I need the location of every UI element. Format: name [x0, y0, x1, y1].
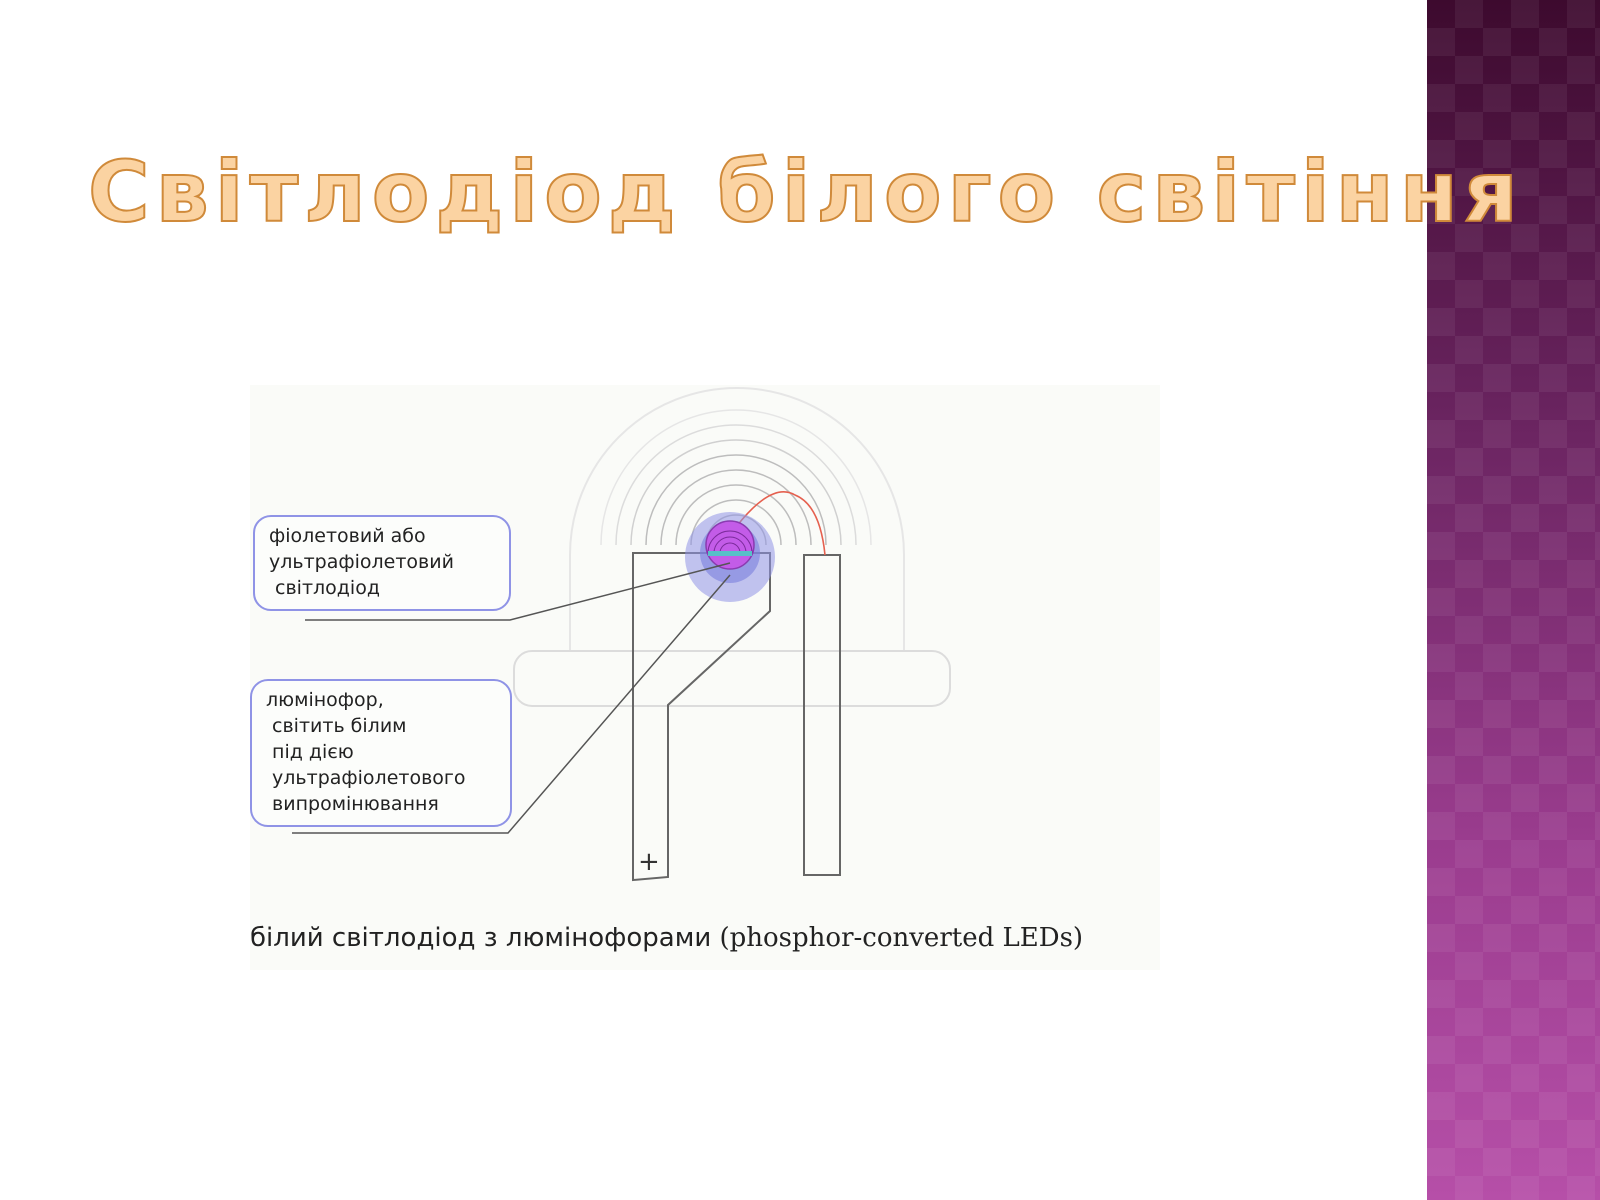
callout-phosphor: люмінофор, світить білим під дією ультра…: [250, 679, 512, 827]
figure-caption: білий світлодіод з люмінофорами (phospho…: [250, 923, 1083, 953]
leader-line-chip: [305, 562, 731, 621]
emission-ring: [600, 409, 872, 546]
led-diagram: фіолетовий або ультрафіолетовий світлоді…: [250, 385, 1160, 970]
caption-ukrainian: білий світлодіод з люмінофорами: [250, 923, 720, 953]
chip-die-line: [708, 551, 752, 556]
bond-wire: [729, 491, 826, 556]
uv-chip: [705, 520, 755, 570]
emission-ring: [630, 439, 842, 546]
emission-ring: [690, 499, 782, 546]
emission-ring: [615, 424, 857, 546]
anode-lead: [803, 554, 841, 876]
led-diagram-drawing: [250, 385, 1160, 970]
emission-ring: [675, 484, 797, 546]
leader-line-phosphor: [292, 574, 731, 834]
emission-ring: [645, 454, 827, 546]
decorative-side-band: [1427, 0, 1600, 1200]
chip-rings: [707, 530, 753, 554]
lens-flange: [513, 650, 951, 707]
chip-ring: [719, 542, 741, 554]
anode-plus-label: +: [638, 847, 660, 877]
epoxy-dome: [569, 387, 905, 650]
emission-ring: [660, 469, 812, 546]
caption-english: (phosphor-converted LEDs): [719, 923, 1084, 953]
chip-ring: [713, 536, 747, 554]
chip-ring: [707, 530, 753, 554]
slide-title: Світлодіод білого світіння: [87, 143, 1524, 241]
callout-uv-led: фіолетовий або ультрафіолетовий світлоді…: [253, 515, 511, 611]
